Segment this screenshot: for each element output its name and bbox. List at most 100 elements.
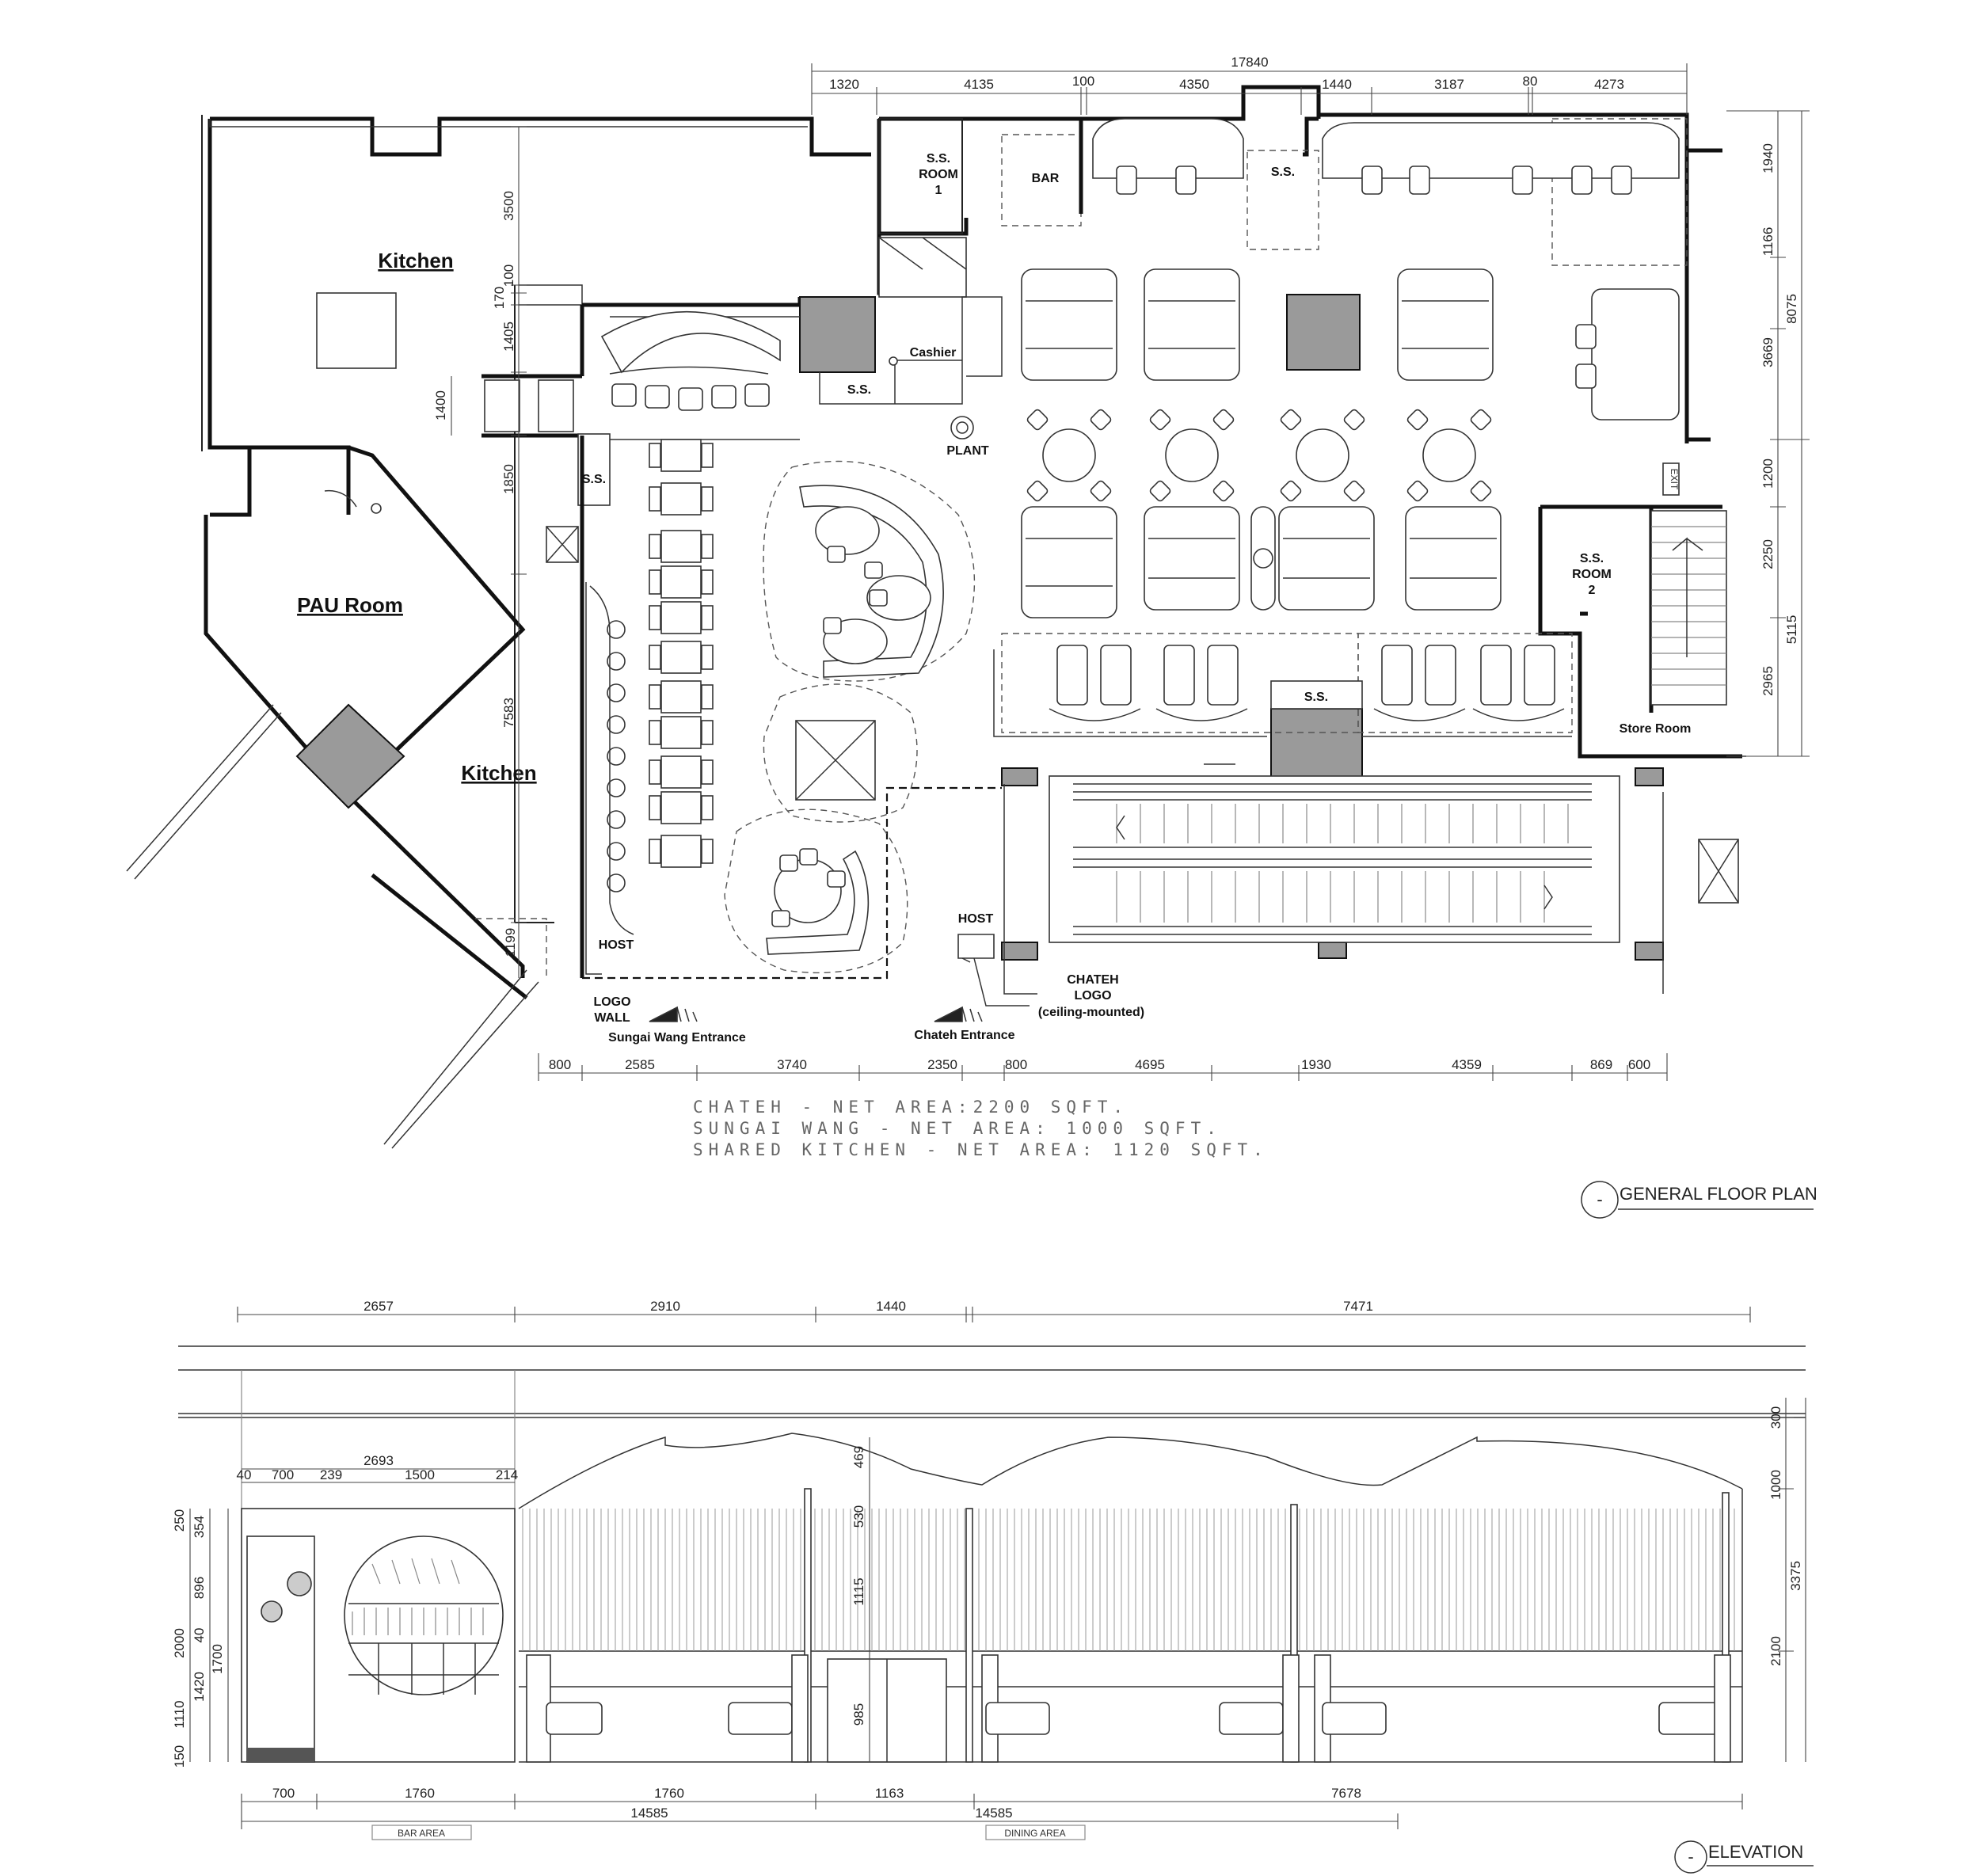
elev-dim-total-b: 14585 [975,1806,1012,1821]
elev-dim-right-a: 300 [1768,1406,1783,1429]
banquette-seats [526,1654,1731,1763]
dim-right-6: 2965 [1760,666,1776,696]
label-sungai-entrance: Sungai Wang Entrance [608,1031,746,1045]
escalator [1049,775,1620,943]
dim-right-total-a: 8075 [1784,294,1799,324]
dim-left-7: 7583 [501,698,516,728]
dim-top-2: 4135 [964,77,994,92]
elev-dim-left-d: 40 [192,1628,207,1643]
elev-dim-top-4: 7471 [1343,1299,1373,1314]
dim-left-3: 170 [492,287,507,309]
wavy-partition [518,1433,1743,1763]
elev-bar-dim-e: 214 [496,1467,518,1482]
label-chateh-logo-line1: CHATEH [1067,973,1118,987]
label-ss-cashier: S.S. [847,383,871,397]
dim-right-5: 2250 [1760,539,1776,569]
label-dining-area: DINING AREA [1004,1828,1065,1839]
label-pau-room: PAU Room [297,593,403,617]
host-stand-right [957,934,1030,1006]
label-chateh-entrance: Chateh Entrance [914,1029,1014,1042]
label-bar: BAR [1032,172,1060,185]
label-ss-room2-line2: ROOM [1572,568,1612,581]
elevation-dims-center: 469 530 1115 985 [851,1437,870,1762]
elev-dim-left-c: 896 [192,1577,207,1599]
label-logo-wall-line1: LOGO [593,995,630,1009]
elevation-title-block: - ELEVATION [1674,1840,1814,1874]
dim-left-6: 1850 [501,464,516,494]
label-ss-room1-line1: S.S. [927,152,950,166]
interior-structure [799,294,1746,995]
bar-stools-top [609,366,770,411]
dim-bottom-1: 800 [549,1057,571,1072]
elev-dim-top-3: 1440 [876,1299,906,1314]
dim-top-4: 4350 [1179,77,1209,92]
bar-wall [241,1508,516,1763]
elev-dim-left-f: 1700 [210,1644,225,1674]
plan-title-marker: - [1597,1189,1602,1209]
dim-left-2: 100 [501,264,516,287]
elev-dim-bottom-b: 1760 [405,1786,435,1801]
elev-dim-bottom-d: 1163 [875,1786,904,1801]
dim-right-3: 3669 [1760,337,1776,367]
dim-left-1: 3500 [501,191,516,221]
label-bar-area: BAR AREA [398,1828,445,1839]
elev-dim-left-h: 1110 [172,1700,187,1728]
dim-bottom-3: 3740 [777,1057,807,1072]
dims-bottom: 800 2585 3740 2350 800 4695 1930 4359 86… [538,1053,1668,1081]
label-plant: PLANT [946,444,989,458]
elev-dim-bottom-a: 700 [272,1786,295,1801]
dim-left-4: 1405 [501,322,516,352]
general-floor-plan: Kitchen Kitchen PAU Room S.S. ROOM 1 BAR… [126,55,1817,1219]
elev-bar-dim-c: 239 [320,1467,342,1482]
dim-bottom-2: 2585 [625,1057,655,1072]
dim-bottom-9: 869 [1590,1057,1612,1072]
dim-left-5: 1400 [433,390,448,420]
dims-top: 17840 1320 4135 100 4350 1440 3187 80 42… [811,55,1688,115]
label-kitchen-top: Kitchen [378,249,453,272]
elev-bar-dim-d: 1500 [405,1467,435,1482]
dim-bottom-4: 2350 [927,1057,957,1072]
pau-room-walls [126,445,539,1149]
top-service-rooms [819,118,1688,405]
elevation-dims-top: 2657 2910 1440 7471 [237,1299,1751,1322]
plant-icon-main [1253,548,1273,569]
elev-dim-right-b: 1000 [1768,1470,1783,1500]
label-logo-wall-line2: WALL [594,1011,630,1025]
dim-top-6: 3187 [1434,77,1464,92]
dim-top-total: 17840 [1231,55,1268,70]
ceiling-band [178,1345,1806,1513]
dim-top-1: 1320 [829,77,859,92]
label-chateh-logo-line3: (ceiling-mounted) [1038,1006,1144,1019]
staircase [1650,510,1739,904]
elev-dim-top-1: 2657 [363,1299,394,1314]
dim-left-8: 1199 [503,928,518,957]
elevation-dims-bar-top: 2693 40 700 239 1500 214 [237,1453,518,1483]
dim-top-8: 4273 [1594,77,1624,92]
dim-top-3: 100 [1072,74,1094,89]
dim-top-5: 1440 [1322,77,1352,92]
elevation-title-marker: - [1688,1847,1693,1866]
plant-icon [950,416,974,440]
label-cashier: Cashier [910,346,957,360]
elev-bar-dim-a: 40 [237,1467,252,1482]
column-cashier [799,296,876,373]
elevation-dims-left: 250 354 896 40 2000 1700 1420 1110 150 [172,1509,229,1768]
elev-dim-bottom-c: 1760 [654,1786,684,1801]
column-bottom [1270,708,1363,781]
label-ss-room1-line3: 1 [935,184,942,197]
column-main-hall [1286,294,1361,371]
elev-dim-left-a: 250 [172,1509,187,1532]
elev-dim-center-d: 985 [851,1703,866,1726]
label-ss-left: S.S. [582,473,606,486]
kitchen-island [316,292,397,369]
area-note-kitchen: SHARED KITCHEN - NET AREA: 1120 SQFT. [693,1140,1269,1159]
label-ss-bottom: S.S. [1304,691,1328,704]
dim-bottom-10: 600 [1628,1057,1650,1072]
label-ss-room1-line2: ROOM [919,168,958,181]
dim-bottom-7: 1930 [1301,1057,1331,1072]
elev-bar-dim-total: 2693 [363,1453,394,1468]
batten-lines [522,1509,1735,1651]
elevation-dims-right: 300 1000 3375 2100 [1768,1398,1806,1762]
label-ss-room2-line1: S.S. [1580,552,1604,565]
